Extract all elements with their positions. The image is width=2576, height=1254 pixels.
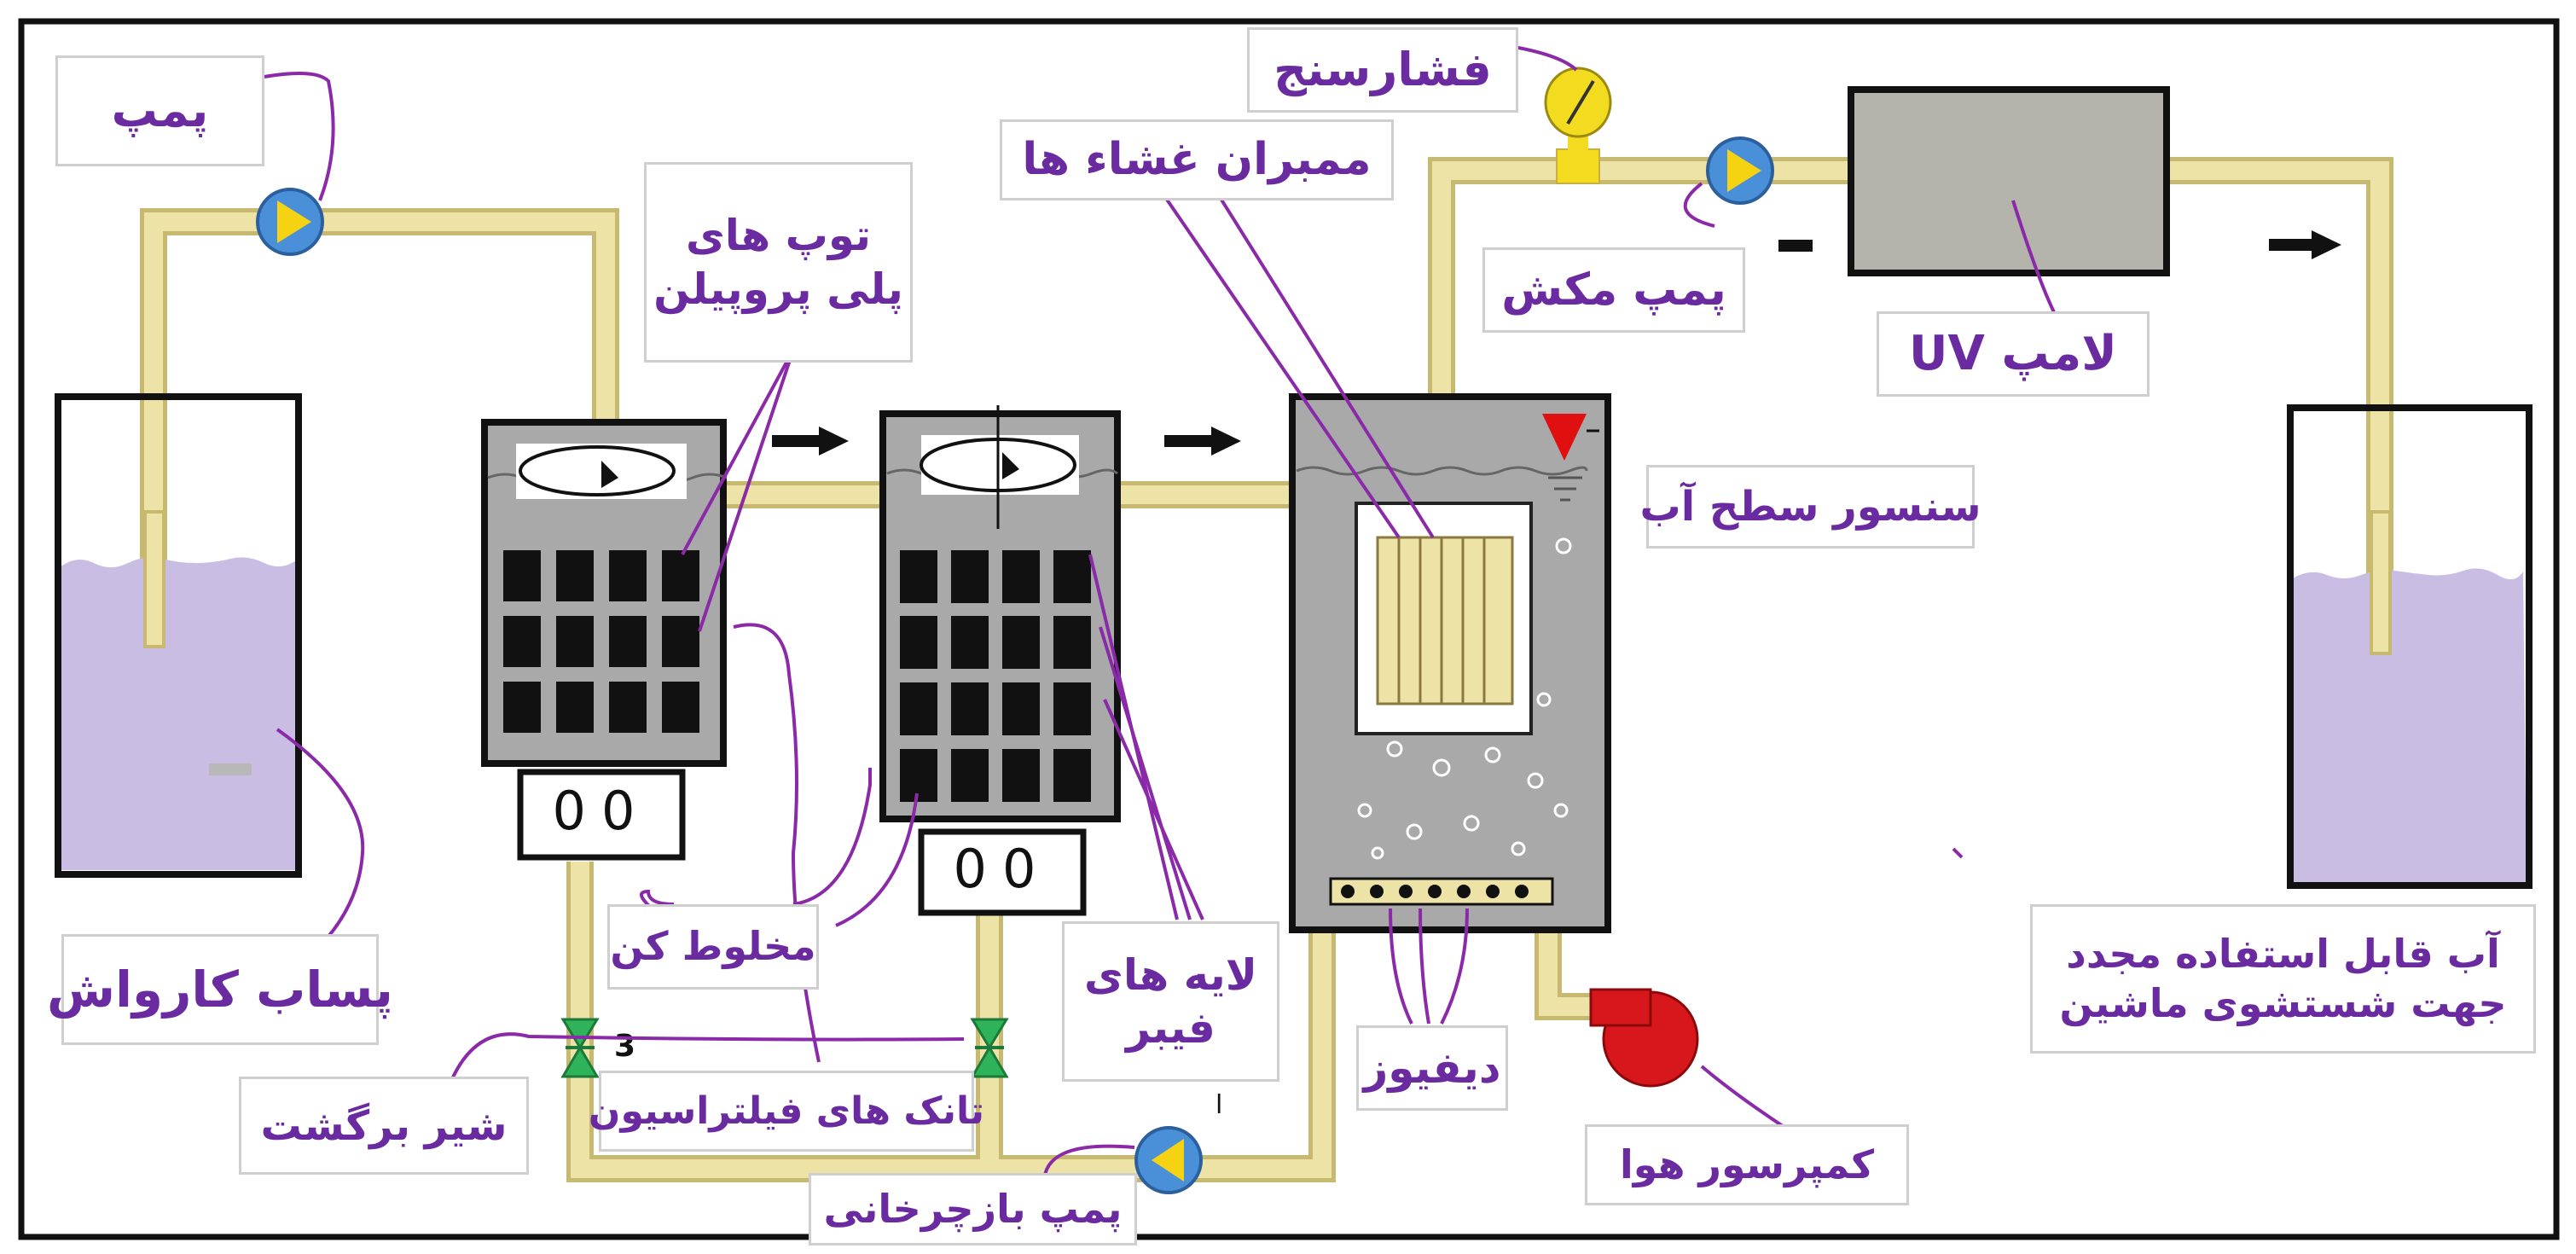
air-bubbles <box>1357 537 1572 860</box>
valve-number: 3 <box>614 1029 635 1064</box>
label-polypropylene-balls: توپ های پلی پروپیلن <box>644 162 913 363</box>
membrane-tank <box>1289 393 1611 933</box>
return-valve-icon-1 <box>560 1018 600 1078</box>
wastewater-intake-pipe <box>143 510 165 648</box>
label-recirculation-pump: پمپ بازچرخانی <box>809 1173 1137 1245</box>
wastewater-tank <box>55 393 302 878</box>
label-fiber-layers: لایه های فیبر <box>1062 921 1279 1082</box>
wastewater-drain-mark <box>209 763 252 775</box>
diffuser-bar <box>1329 877 1554 906</box>
label-reusable-water: آب قابل استفاده مجدد جهت شستشوی ماشین <box>2030 904 2536 1054</box>
label-filtration-tanks: تانک های فیلتراسیون <box>589 1071 984 1152</box>
mixer-2-box <box>918 828 1087 916</box>
pressure-gauge <box>1544 67 1612 184</box>
label-carwash-wastewater: پساب کارواش <box>47 934 393 1045</box>
label-air-compressor: کمپرسور هوا <box>1585 1124 1909 1205</box>
mixer-1-display: 00 <box>553 780 651 842</box>
recirculation-pump-icon <box>1134 1126 1203 1194</box>
membrane-sheets <box>1376 536 1514 705</box>
polypropylene-media-grid-1 <box>503 550 699 733</box>
label-pump: پمپ <box>55 55 264 166</box>
label-uv-lamp: لامپ UV <box>1877 311 2150 397</box>
flow-arrows <box>772 230 2341 456</box>
filtration-tank-1: 00 <box>481 419 728 861</box>
fiber-media-grid-2 <box>900 550 1091 802</box>
pump-icon-top-left <box>256 188 324 256</box>
pipes <box>140 157 2393 1182</box>
wastewater-water <box>60 557 299 870</box>
filtration-tank-2: 00 <box>879 405 1121 916</box>
clean-water-outlet-pipe <box>2370 510 2392 655</box>
uv-lamp-unit <box>1848 86 2170 276</box>
uv-minus-mark <box>1778 240 1813 252</box>
clean-water-tank <box>2287 404 2532 889</box>
label-level-sensor: سنسور سطح آب <box>1639 465 1981 549</box>
label-mixer: مخلوط کن <box>607 904 819 990</box>
tick-mark: ا <box>1215 1090 1222 1120</box>
mixer-2-display: 00 <box>954 838 1052 900</box>
mixer-1-box <box>517 769 686 861</box>
label-pressure-gauge: فشارسنج <box>1247 27 1518 113</box>
return-valve-icon-2 <box>970 1018 1009 1078</box>
clean-water <box>2293 568 2527 883</box>
label-diffuser: دیفیوز <box>1356 1025 1508 1111</box>
label-return-valve: شیر برگشت <box>239 1077 529 1175</box>
label-membrane: ممبران غشاء ها <box>1000 119 1394 200</box>
suction-pump-icon <box>1706 136 1774 205</box>
water-level-sensor <box>1542 414 1599 502</box>
air-compressor-icon <box>1589 988 1699 1088</box>
label-suction-pump: پمپ مکش <box>1482 247 1745 333</box>
